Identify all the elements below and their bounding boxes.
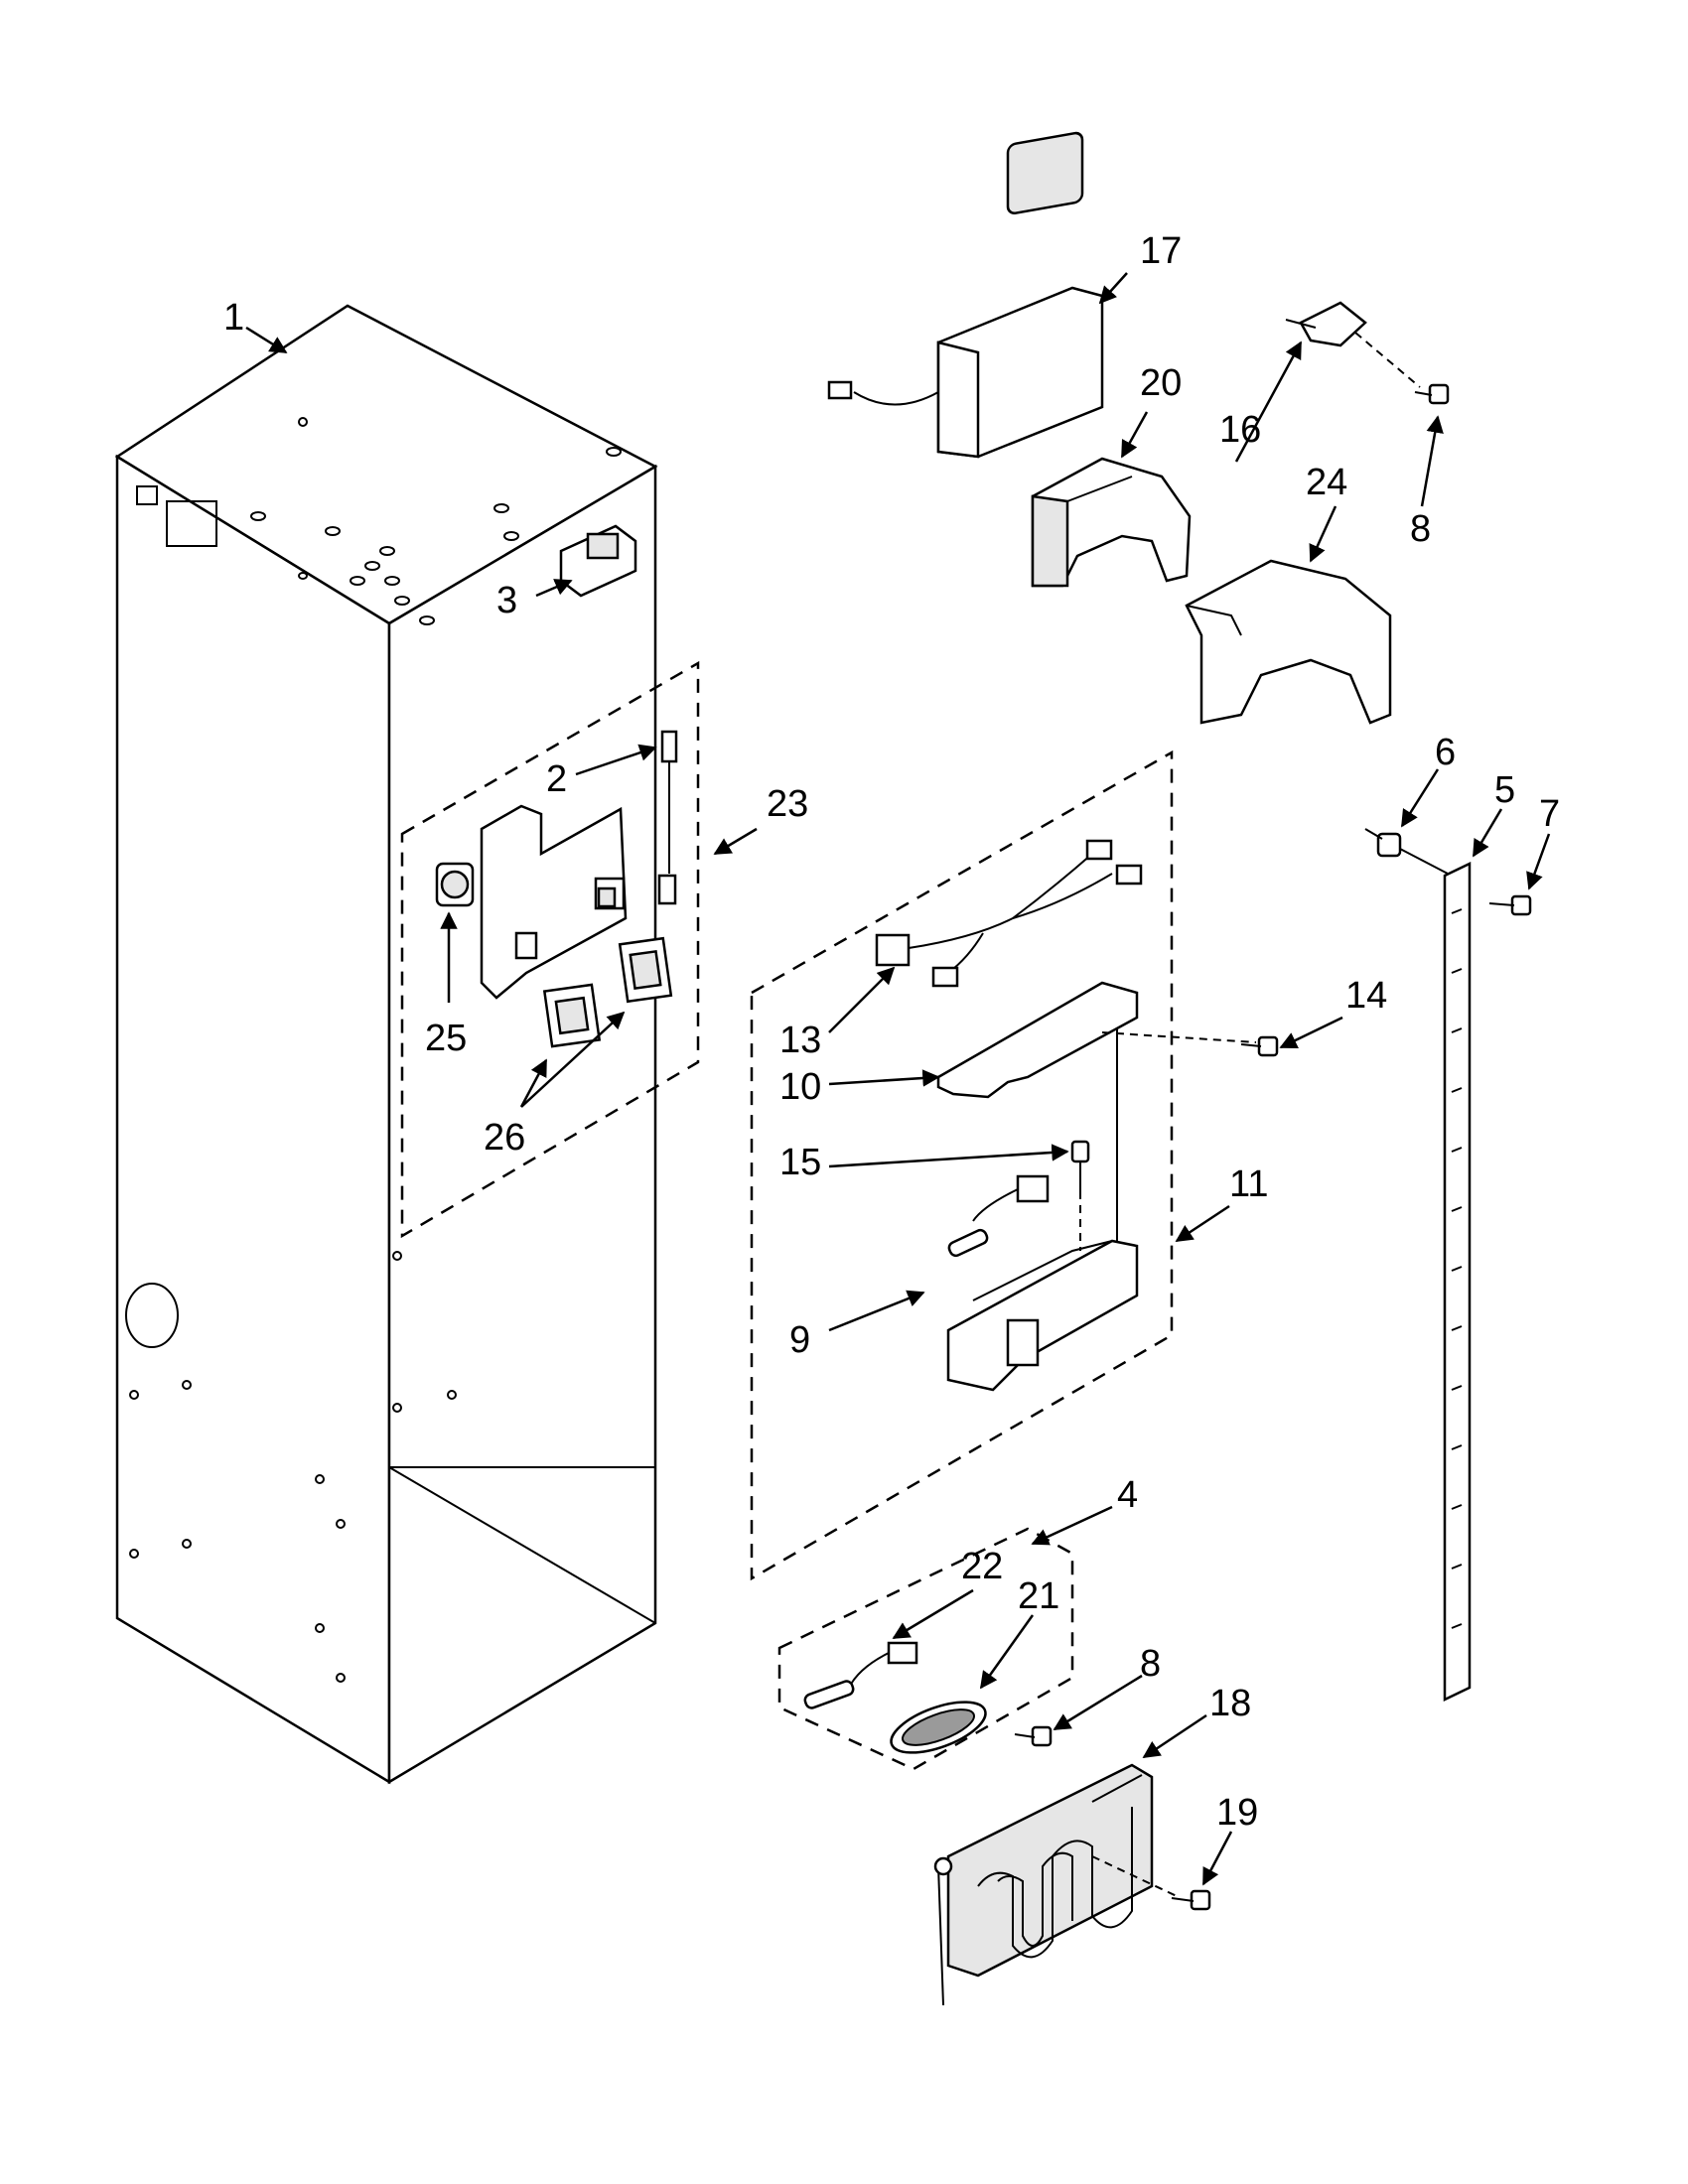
- callout-25: 25: [425, 1018, 467, 1059]
- callout-16: 16: [1219, 409, 1261, 451]
- leader-lines: [245, 272, 1551, 1886]
- callout-22: 22: [961, 1546, 1003, 1587]
- callout-15: 15: [779, 1142, 821, 1183]
- callout-2: 2: [546, 758, 567, 800]
- callout-24: 24: [1306, 462, 1347, 503]
- air-duct-part: [1031, 457, 1192, 588]
- callout-26: 26: [484, 1117, 525, 1159]
- callout-8-top: 8: [1410, 508, 1431, 550]
- callout-9: 9: [789, 1319, 810, 1361]
- power-module-part: [827, 131, 1104, 459]
- evaporator-coil-part: [933, 1763, 1178, 2006]
- cabinet-part: [114, 304, 658, 1785]
- callout-4: 4: [1117, 1474, 1138, 1516]
- callout-5: 5: [1494, 769, 1515, 811]
- screw-part: [1014, 1725, 1053, 1747]
- screw-part: [1488, 894, 1532, 916]
- control-housing-group: [400, 660, 700, 1239]
- callout-18: 18: [1209, 1683, 1251, 1724]
- callout-11: 11: [1229, 1163, 1268, 1205]
- callout-7: 7: [1539, 793, 1560, 835]
- screw-part: [1240, 1035, 1279, 1057]
- screw-part: [1414, 383, 1450, 405]
- callout-20: 20: [1140, 362, 1182, 404]
- callout-3: 3: [496, 580, 517, 621]
- rail-part: [1364, 828, 1472, 1702]
- callout-8-bottom: 8: [1140, 1643, 1161, 1685]
- duct-cover-part: [1185, 559, 1392, 725]
- callout-17: 17: [1140, 230, 1182, 272]
- callout-6: 6: [1435, 732, 1456, 773]
- callout-10: 10: [779, 1066, 821, 1108]
- thermistor-group: [777, 1527, 1074, 1771]
- screw-part: [1171, 1889, 1211, 1911]
- bracket-part: [1285, 301, 1421, 388]
- callout-1: 1: [223, 297, 244, 339]
- callout-21: 21: [1018, 1575, 1059, 1617]
- callout-13: 13: [779, 1020, 821, 1061]
- sensor-housing-group: [750, 750, 1257, 1581]
- callout-14: 14: [1345, 975, 1387, 1017]
- callout-19: 19: [1216, 1792, 1258, 1834]
- callout-labels: 1 2 3 4 5 6 7 8 8 9 10 11 13 14 15 16 17…: [223, 230, 1560, 1834]
- callout-23: 23: [767, 783, 808, 825]
